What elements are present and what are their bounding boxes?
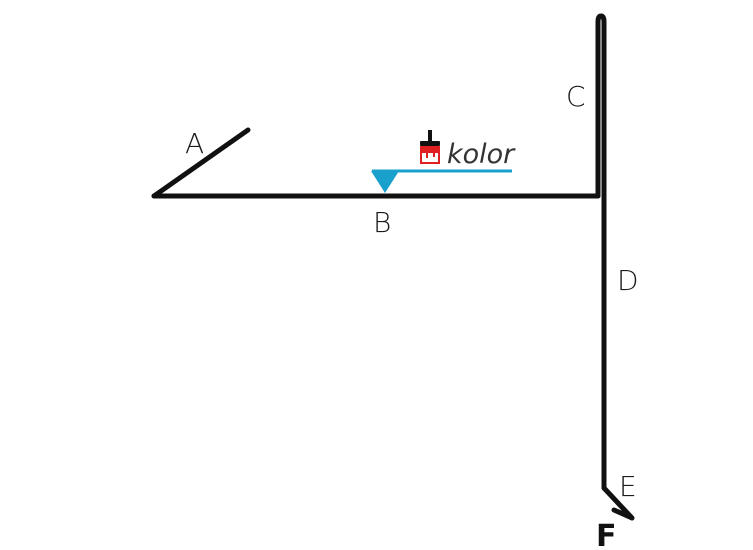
label-d: D (617, 264, 639, 297)
label-c: C (566, 80, 586, 113)
color-side-label: kolor (447, 139, 516, 170)
segment-a-line (151, 127, 251, 199)
level-triangle-icon (371, 171, 399, 193)
segment-ef-hook (601, 485, 635, 521)
label-a: A (185, 127, 204, 160)
label-f: F (596, 519, 617, 550)
segment-c-fold (595, 13, 607, 199)
label-b: B (373, 206, 391, 239)
label-e: E (619, 470, 637, 503)
paint-bucket-brush-icon (420, 130, 440, 164)
